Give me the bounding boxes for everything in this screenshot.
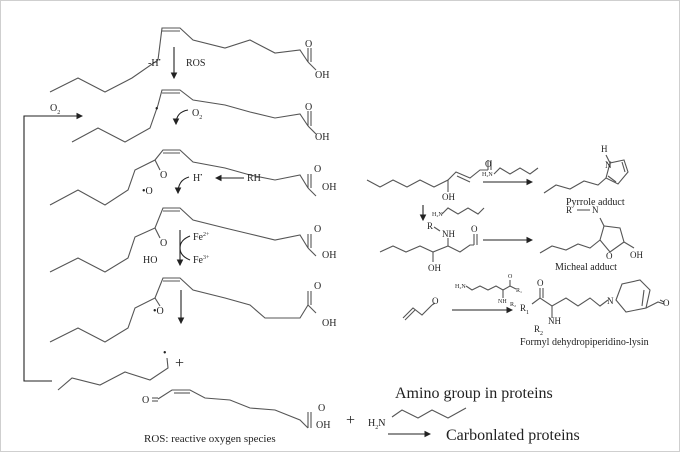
michael-adduct: R N O OH: [539, 205, 643, 261]
loop-arrow: [23, 112, 84, 382]
intermediate-nh: NH: [442, 229, 455, 239]
h-radical-donor: H•: [193, 173, 202, 184]
pyrrole-n: N: [605, 160, 612, 170]
hydroxyl-oh: OH: [315, 70, 329, 81]
carbonyl-o: O: [318, 403, 325, 414]
peroxy-o: O: [160, 170, 167, 181]
pyrrole-adduct-label: Pyrrole adduct: [566, 197, 625, 208]
aldehyde-o: O: [142, 395, 149, 406]
hydroxyl-oh: OH: [322, 182, 336, 193]
arrow-step2: [172, 109, 189, 126]
lysine-r1: R₁: [516, 288, 522, 294]
fe-curve: [179, 235, 191, 261]
peroxy-radical-o: •O: [142, 186, 153, 197]
reagent-amine-chain: [493, 167, 539, 175]
acrolein-o: O: [432, 296, 439, 306]
radical-dot: •: [155, 104, 159, 115]
lysine-o: O: [508, 274, 513, 280]
rh-label: RH: [247, 173, 261, 184]
fdp-n: N: [607, 296, 614, 306]
hydroxyl-oh: OH: [316, 420, 330, 431]
amine-chain: [391, 407, 467, 419]
michael-adduct-label: Micheal adduct: [555, 262, 617, 273]
lipid-radical: O OH •: [71, 89, 329, 143]
michael-n: N: [592, 205, 599, 215]
carbonyl-o: O: [305, 102, 312, 113]
fdp-lysine-label: Formyl dehydropiperidino-lysin: [520, 337, 649, 348]
lysine-reagent: H₂N O NH R₁ R₂: [455, 274, 522, 308]
arrow-step3: [174, 176, 190, 195]
pyrrole-h: H: [601, 144, 608, 154]
fdp-lysine: O R1 NH R2 N O: [520, 278, 670, 337]
fdp-ketone-o: O: [537, 278, 544, 288]
michael-oh: OH: [630, 250, 643, 260]
pyrrole-adduct: H N: [543, 144, 629, 194]
fdp-r2: R2: [534, 324, 543, 337]
plus-sign: +: [175, 355, 184, 372]
oxo-acid-aldehyde: O O OH: [142, 389, 330, 431]
carbonyl-o: O: [314, 224, 321, 235]
hne-molecule: O OH: [366, 159, 492, 202]
carbonylated-proteins-label: Carbonlated proteins: [446, 427, 580, 444]
ros-label: ROS: [186, 58, 205, 69]
reagent-amine-small: H₂N: [432, 212, 443, 218]
alkoxy-radical-o: •O: [153, 306, 164, 317]
carbonyl-o: O: [314, 281, 321, 292]
intermediate-o: O: [471, 224, 478, 234]
hne-aldehyde-o: O: [485, 159, 492, 169]
hne-hydroxyl: OH: [442, 192, 455, 202]
alkoxyl-radical: •O O OH: [49, 277, 336, 343]
fdp-nh: NH: [548, 316, 561, 326]
h-radical-label: -H•: [148, 58, 161, 69]
fe2-label: Fe2+: [193, 232, 210, 243]
hydroxyl-oh: OH: [315, 132, 329, 143]
radical-dot: •: [163, 348, 167, 359]
hydroxyl-oh: OH: [322, 250, 336, 261]
fatty-acid-1: O OH: [49, 27, 329, 93]
carbonyl-o: O: [305, 39, 312, 50]
alkyl-radical: •: [57, 348, 169, 391]
lysine-r2: R₂: [510, 302, 516, 308]
peroxyl-radical: O •O O OH: [49, 149, 336, 206]
hydroperoxy-ho: HO: [143, 255, 157, 266]
hydroxyl-oh: OH: [322, 318, 336, 329]
lysine-h2n: H₂N: [455, 284, 466, 290]
plus-sign-2: +: [346, 412, 355, 429]
carbonyl-o: O: [314, 164, 321, 175]
amino-group-label: Amino group in proteins: [395, 385, 553, 402]
amine-h2n: H2N: [368, 418, 385, 431]
michael-intermediate: R NH O OH: [379, 221, 478, 273]
o2-label: O2: [192, 108, 202, 121]
fe3-label: Fe3+: [193, 255, 210, 266]
reagent-amine-small-chain: [441, 207, 485, 215]
lipid-hydroperoxide: O HO O OH: [49, 207, 336, 273]
hydroperoxy-o: O: [160, 238, 167, 249]
fdp-r1: R1: [520, 303, 529, 316]
ros-footnote: ROS: reactive oxygen species: [144, 433, 276, 445]
lysine-nh: NH: [498, 299, 507, 305]
acrolein: O: [402, 296, 439, 321]
fdp-formyl-o: O: [663, 298, 670, 308]
intermediate-r: R: [427, 221, 433, 231]
loop-o2-label: O2: [50, 103, 60, 116]
reagent-amine: H₂N: [482, 172, 493, 178]
michael-r: R: [566, 205, 572, 215]
intermediate-oh: OH: [428, 263, 441, 273]
michael-ring-o: O: [606, 251, 613, 261]
